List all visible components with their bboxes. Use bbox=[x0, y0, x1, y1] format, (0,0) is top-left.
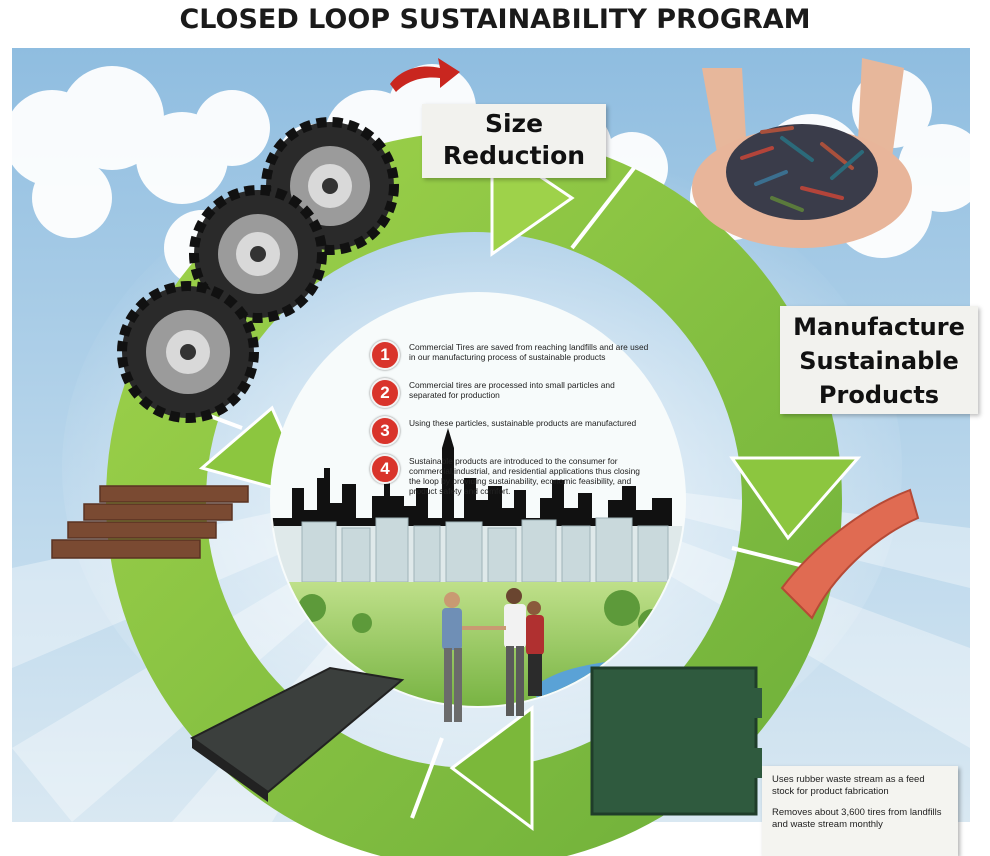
step-text: Commercial Tires are saved from reaching… bbox=[409, 342, 649, 362]
arrow-head-right bbox=[729, 456, 862, 541]
step-text: Commercial tires are processed into smal… bbox=[409, 380, 615, 400]
step-item: 1 Commercial Tires are saved from reachi… bbox=[370, 340, 652, 370]
step-text: Sustainable products are introduced to t… bbox=[409, 456, 640, 496]
step-number-badge: 2 bbox=[370, 378, 400, 408]
step-text: Using these particles, sustainable produ… bbox=[409, 418, 637, 428]
size-reduction-line-1: Size bbox=[484, 109, 544, 138]
page-title: CLOSED LOOP SUSTAINABILITY PROGRAM bbox=[179, 4, 811, 35]
size-reduction-line-2: Reduction bbox=[442, 141, 586, 170]
info-text: Uses rubber waste stream as a feed stock… bbox=[772, 774, 925, 797]
step-number-badge: 4 bbox=[370, 454, 400, 484]
step-list: 1 Commercial Tires are saved from reachi… bbox=[370, 340, 652, 504]
rubber-tile bbox=[590, 666, 762, 816]
hands-holding-mulch bbox=[692, 58, 912, 248]
tire-icon bbox=[189, 185, 327, 323]
step-number-badge: 1 bbox=[370, 340, 400, 370]
rubber-mat bbox=[190, 666, 405, 794]
step-item: 4 Sustainable products are introduced to… bbox=[370, 454, 652, 496]
info-box: Uses rubber waste stream as a feed stock… bbox=[762, 766, 958, 856]
arrow-head-bottom bbox=[449, 705, 534, 831]
manufacture-line-3: Products bbox=[818, 381, 940, 409]
manufacture-line-1: Manufacture bbox=[793, 313, 965, 341]
step-number-badge: 3 bbox=[370, 416, 400, 446]
manufacture-line-2: Sustainable bbox=[799, 347, 959, 375]
curb-stop bbox=[780, 488, 920, 620]
tire-stack bbox=[117, 117, 399, 423]
diagram-background bbox=[4, 48, 986, 856]
manufacture-label: Manufacture Sustainable Products bbox=[780, 306, 978, 414]
curved-arrow-icon bbox=[390, 58, 460, 92]
info-text: Removes about 3,600 tires from landfills… bbox=[772, 807, 942, 830]
size-reduction-label: Size Reduction bbox=[422, 104, 606, 178]
people-handshake bbox=[442, 588, 544, 722]
diagram-scene: Size Reduction Manufacture Sustainable P… bbox=[4, 48, 986, 856]
brick-steps bbox=[51, 485, 249, 559]
step-item: 2 Commercial tires are processed into sm… bbox=[370, 378, 652, 408]
step-item: 3 Using these particles, sustainable pro… bbox=[370, 416, 652, 446]
tire-icon bbox=[117, 281, 259, 423]
